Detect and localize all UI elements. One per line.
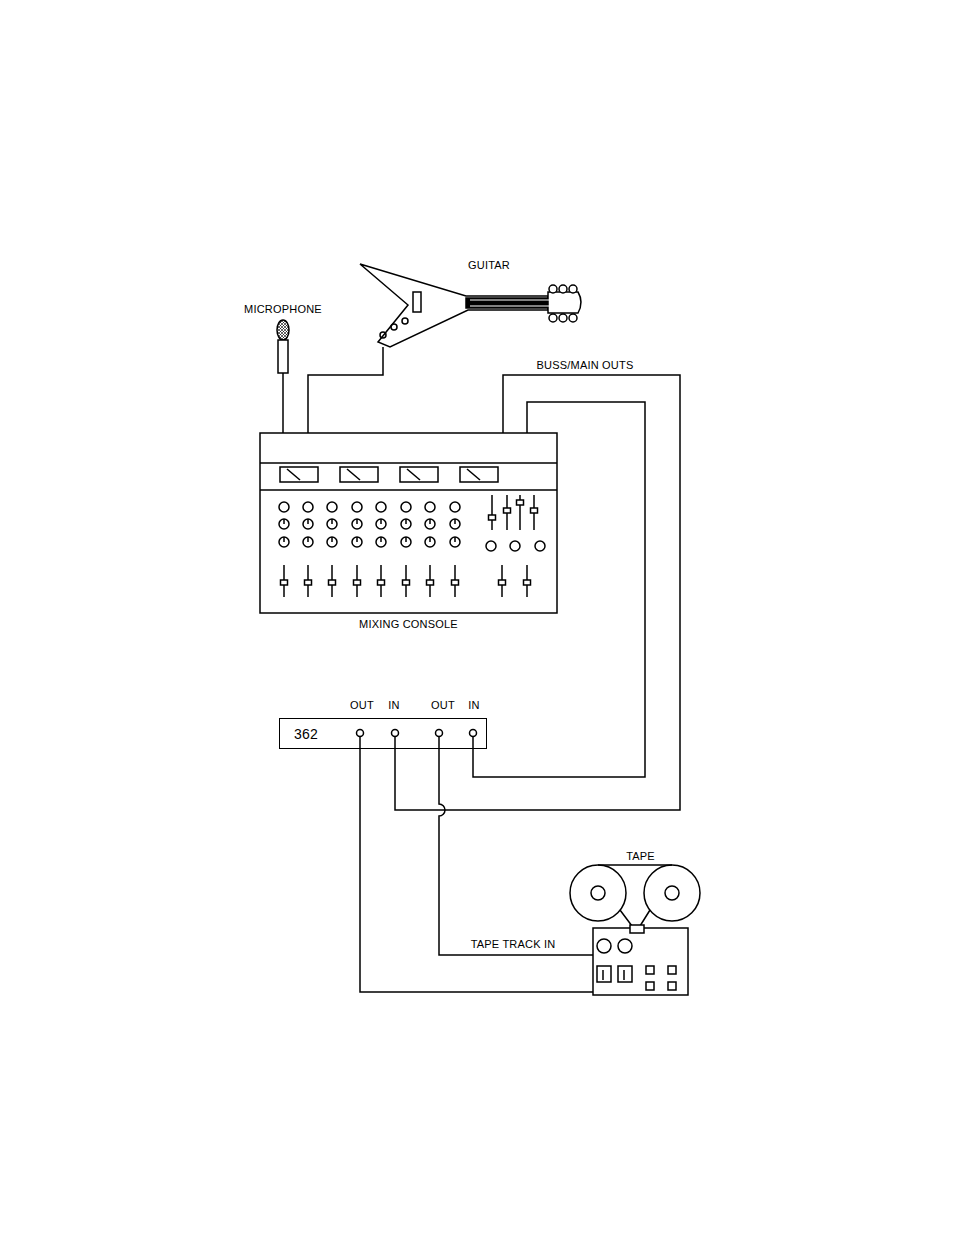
console-control [331,519,333,542]
signal-wire [473,402,645,777]
signal-wire [439,749,593,955]
node-label: MIXING CONSOLE [359,617,458,631]
guitar-drawing [360,264,581,347]
console-control [454,519,456,542]
console-control [352,502,362,512]
port-label: IN [388,699,399,712]
signal-wire [308,347,383,433]
port-label: IN [468,699,479,712]
console-control [279,502,289,512]
signal-wire [395,375,680,810]
console-control [380,519,382,542]
console-control [452,580,459,585]
console-control [427,580,434,585]
node-label: GUITAR [468,258,510,272]
signal-wire [282,373,284,433]
wire-label: BUSS/MAIN OUTS [535,359,636,372]
tape-node: TAPE [593,848,688,995]
console-drawing [260,433,557,613]
node-label: MICROPHONE [244,302,322,316]
console-control [403,580,410,585]
console-control [354,580,361,585]
console-control [281,580,288,585]
console-control [303,502,313,512]
tape-deck-drawing [570,865,700,995]
port-label: OUT [350,699,374,712]
wire-label: TAPE TRACK IN [469,938,558,951]
node-label: 362 [294,726,318,743]
console-control [489,515,496,520]
microphone-node: MICROPHONE [235,302,331,373]
port-jacks [357,730,477,750]
console-control [327,502,337,512]
console-control [517,500,524,505]
console-control [425,502,435,512]
console-control [307,519,309,542]
console-node: MIXING CONSOLE [260,433,557,632]
console-control [524,580,531,585]
console-control [405,519,407,542]
console-control [305,580,312,585]
signal-wire [360,749,593,992]
console-control [531,508,538,513]
microphone-drawing [277,320,289,373]
console-control [504,508,511,513]
console-control [450,502,460,512]
console-control [378,580,385,585]
console-control [376,502,386,512]
node-label: TAPE [626,849,655,863]
console-control [283,519,285,542]
console-control [499,580,506,585]
console-control [329,580,336,585]
console-control [401,502,411,512]
port-label: OUT [431,699,455,712]
console-control [491,495,493,530]
console-control [356,519,358,542]
console-control [429,519,431,542]
processor-box: 362 [279,718,487,749]
guitar-node: GUITAR [355,255,595,347]
